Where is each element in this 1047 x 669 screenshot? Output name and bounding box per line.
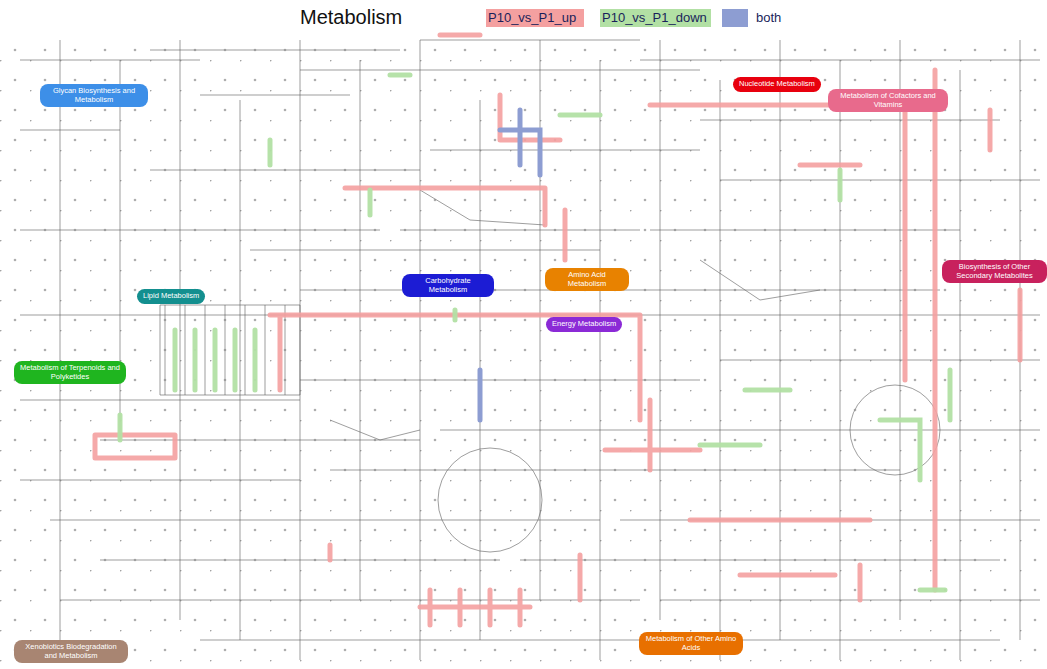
category-label: Lipid Metabolism <box>143 292 199 301</box>
legend-text: both <box>722 9 781 27</box>
legend-text: P10_vs_P1_up <box>486 9 576 27</box>
legend-swatch <box>722 9 748 27</box>
legend-item: P10_vs_P1_up <box>486 9 576 27</box>
category-box: Metabolism of Terpenoids and Polyketides <box>14 361 126 384</box>
category-box: Nucleotide Metabolism <box>733 77 821 92</box>
legend-text: P10_vs_P1_down <box>600 9 707 27</box>
category-label: Xenobiotics Biodegradation and Metabolis… <box>20 643 122 660</box>
category-box: Biosynthesis of Other Secondary Metaboli… <box>942 260 1047 283</box>
category-box: Glycan Biosynthesis and Metabolism <box>40 84 148 107</box>
legend-item: P10_vs_P1_down <box>600 9 707 27</box>
category-label: Biosynthesis of Other Secondary Metaboli… <box>948 263 1041 280</box>
category-label: Metabolism of Terpenoids and Polyketides <box>20 364 120 381</box>
category-label: Metabolism of Cofactors and Vitamins <box>834 92 942 109</box>
category-box: Xenobiotics Biodegradation and Metabolis… <box>14 640 128 663</box>
category-box: Lipid Metabolism <box>137 289 205 304</box>
category-box: Carbohydrate Metabolism <box>402 274 494 297</box>
category-box: Energy Metabolism <box>546 317 622 332</box>
category-label: Nucleotide Metabolism <box>739 80 815 89</box>
category-label: Glycan Biosynthesis and Metabolism <box>46 87 142 104</box>
category-label: Carbohydrate Metabolism <box>408 277 488 294</box>
category-label: Energy Metabolism <box>552 320 616 329</box>
category-box: Metabolism of Other Amino Acids <box>639 632 743 655</box>
category-box: Amino Acid Metabolism <box>545 268 629 291</box>
category-box: Metabolism of Cofactors and Vitamins <box>828 89 948 112</box>
map-title: Metabolism <box>300 6 402 29</box>
category-label: Metabolism of Other Amino Acids <box>645 635 737 652</box>
category-label: Amino Acid Metabolism <box>551 271 623 288</box>
legend-item: both <box>722 9 781 27</box>
